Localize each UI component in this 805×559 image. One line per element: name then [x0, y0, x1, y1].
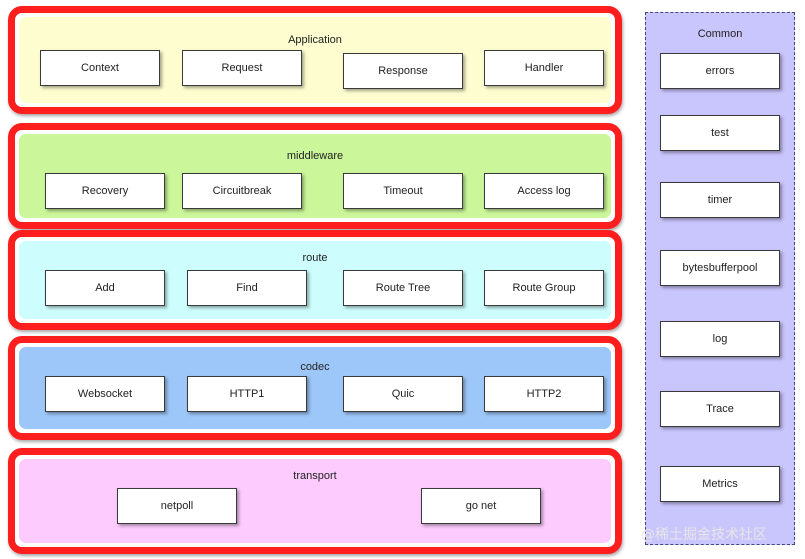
watermark-text: @稀土掘金技术社区: [641, 527, 767, 543]
route-group-box: Route Group: [484, 270, 604, 306]
application-layer-title: Application: [288, 34, 342, 46]
trace-box: Trace: [660, 391, 780, 427]
http2-box: HTTP2: [484, 376, 604, 412]
transport-layer-title: transport: [293, 470, 337, 482]
handler-box: Handler: [484, 50, 604, 86]
errors-box: errors: [660, 53, 780, 89]
access-log-box: Access log: [484, 173, 604, 209]
codec-layer-title: codec: [300, 361, 330, 373]
websocket-box: Websocket: [45, 376, 165, 412]
metrics-box: Metrics: [660, 466, 780, 502]
route-tree-box: Route Tree: [343, 270, 463, 306]
log-box: log: [660, 321, 780, 357]
timer-box: timer: [660, 182, 780, 218]
response-box: Response: [343, 53, 463, 89]
add-box: Add: [45, 270, 165, 306]
route-layer-title: route: [302, 252, 328, 264]
common-panel-title: Common: [697, 28, 743, 40]
test-box: test: [660, 115, 780, 151]
bytesbufferpool-box: bytesbufferpool: [660, 250, 780, 286]
circuitbreak-box: Circuitbreak: [182, 173, 302, 209]
quic-box: Quic: [343, 376, 463, 412]
middleware-layer-title: middleware: [286, 150, 344, 162]
go-net-box: go net: [421, 488, 541, 524]
context-box: Context: [40, 50, 160, 86]
recovery-box: Recovery: [45, 173, 165, 209]
request-box: Request: [182, 50, 302, 86]
http1-box: HTTP1: [187, 376, 307, 412]
transport-layer: transport: [8, 448, 622, 554]
netpoll-box: netpoll: [117, 488, 237, 524]
find-box: Find: [187, 270, 307, 306]
timeout-box: Timeout: [343, 173, 463, 209]
